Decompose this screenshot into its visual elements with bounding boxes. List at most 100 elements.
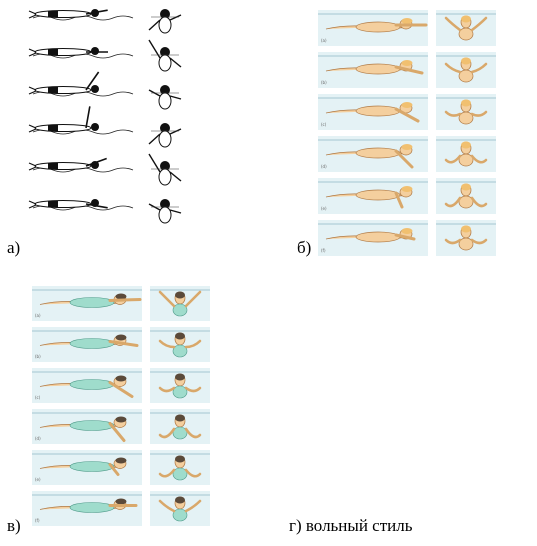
frame-tag: (d) (321, 164, 327, 169)
swimmer-arm (394, 65, 424, 75)
swimmer-hair (401, 186, 413, 192)
front-hair (175, 291, 185, 299)
swimmer-arm (85, 106, 91, 129)
frame-tag: (b) (321, 80, 327, 85)
front-torso (172, 385, 188, 399)
front-right-arm (169, 128, 182, 135)
swimmer-hair (115, 457, 127, 464)
swimsuit (48, 49, 58, 55)
frame-tag: (e) (35, 477, 41, 482)
front-torso (172, 508, 188, 522)
front-head (160, 9, 170, 19)
swimsuit (48, 201, 58, 207)
front-right-arm (184, 427, 202, 439)
front-torso (158, 206, 172, 224)
front-right-arm (470, 154, 488, 164)
swimmer-arm (108, 298, 142, 302)
front-view-swimmer-a (148, 39, 182, 72)
swimmer-legs (28, 10, 37, 19)
front-view-swimmer-a (148, 85, 182, 110)
swimmer-body (34, 200, 92, 208)
frame-tag: (a) (35, 313, 41, 318)
front-left-arm (158, 339, 176, 349)
front-right-arm (470, 62, 488, 74)
swimmer-hair (401, 60, 413, 66)
front-left-arm (158, 386, 176, 393)
front-left-arm (158, 427, 176, 439)
front-torso (458, 111, 474, 125)
swimmer-body (34, 48, 92, 56)
stroke-sequence-v: (a)(b)(c)(d)(e)(f) (32, 286, 210, 526)
front-right-arm (470, 110, 488, 117)
front-right-arm (470, 238, 488, 245)
front-hair (461, 15, 471, 23)
swimmer-hair (401, 102, 413, 108)
front-right-arm (169, 14, 182, 21)
front-hair (461, 57, 471, 65)
front-hair (461, 141, 471, 149)
swimmer-arm (85, 9, 108, 15)
front-torso (158, 54, 172, 72)
panel-a-illustration (28, 0, 228, 240)
frame-tag: (e) (321, 206, 327, 211)
front-torso (458, 195, 474, 209)
swimmer-arm (108, 340, 139, 347)
front-torso (172, 303, 188, 317)
swimmer-torso (69, 461, 115, 472)
swimmer-body (34, 10, 92, 18)
front-right-arm (470, 16, 488, 32)
swimsuit (48, 87, 58, 93)
swimsuit (48, 163, 58, 169)
swimmer-arm (108, 422, 126, 442)
front-torso (458, 237, 474, 251)
front-view-swimmer-a (148, 123, 182, 148)
swimmer-hair (115, 416, 127, 423)
frame-tag: (a) (321, 38, 327, 43)
swimmer-hair (401, 228, 413, 234)
front-right-arm (184, 468, 202, 478)
front-left-arm (444, 62, 462, 74)
swimsuit (48, 11, 58, 17)
swimmer-arm (394, 149, 414, 169)
frame-tag: (f) (321, 248, 326, 253)
front-torso (158, 168, 172, 186)
front-left-arm (148, 133, 161, 145)
swimmer-hair (115, 375, 127, 382)
swimmer-hair (115, 334, 127, 341)
front-right-arm (184, 339, 202, 349)
side-view-swimmer-a (28, 199, 134, 211)
front-hair (175, 332, 185, 340)
swimmer-arm (394, 107, 420, 123)
front-left-arm (444, 238, 462, 245)
front-torso (158, 16, 172, 34)
swimmer-torso (355, 105, 401, 117)
front-left-arm (444, 154, 462, 164)
side-view-swimmer-a (28, 9, 134, 21)
swimmer-legs (28, 48, 37, 57)
swimmer-arm (85, 71, 100, 91)
front-head (160, 199, 170, 209)
side-view-swimmer-a (28, 47, 134, 59)
swimmer-arm (85, 157, 107, 167)
front-torso (458, 27, 474, 41)
front-head (160, 47, 170, 57)
front-left-arm (158, 499, 176, 513)
side-view-swimmer-a (28, 71, 134, 97)
front-right-arm (169, 95, 182, 100)
front-head (160, 161, 170, 171)
swimmer-torso (355, 63, 401, 75)
panel-v-label: в) (7, 516, 21, 535)
stroke-sequence-a (28, 9, 182, 224)
swimsuit (48, 125, 58, 131)
front-left-arm (444, 110, 462, 117)
swimmer-arm (108, 381, 134, 398)
swimmer-hair (115, 293, 127, 300)
front-torso (158, 130, 172, 148)
swimmer-torso (355, 231, 401, 243)
front-right-arm (184, 386, 202, 393)
swimmer-body (34, 86, 92, 94)
front-hair (175, 455, 185, 463)
frame-tag: (b) (35, 354, 41, 359)
front-view-swimmer-a (148, 199, 182, 224)
swimmer-arm (85, 203, 108, 209)
